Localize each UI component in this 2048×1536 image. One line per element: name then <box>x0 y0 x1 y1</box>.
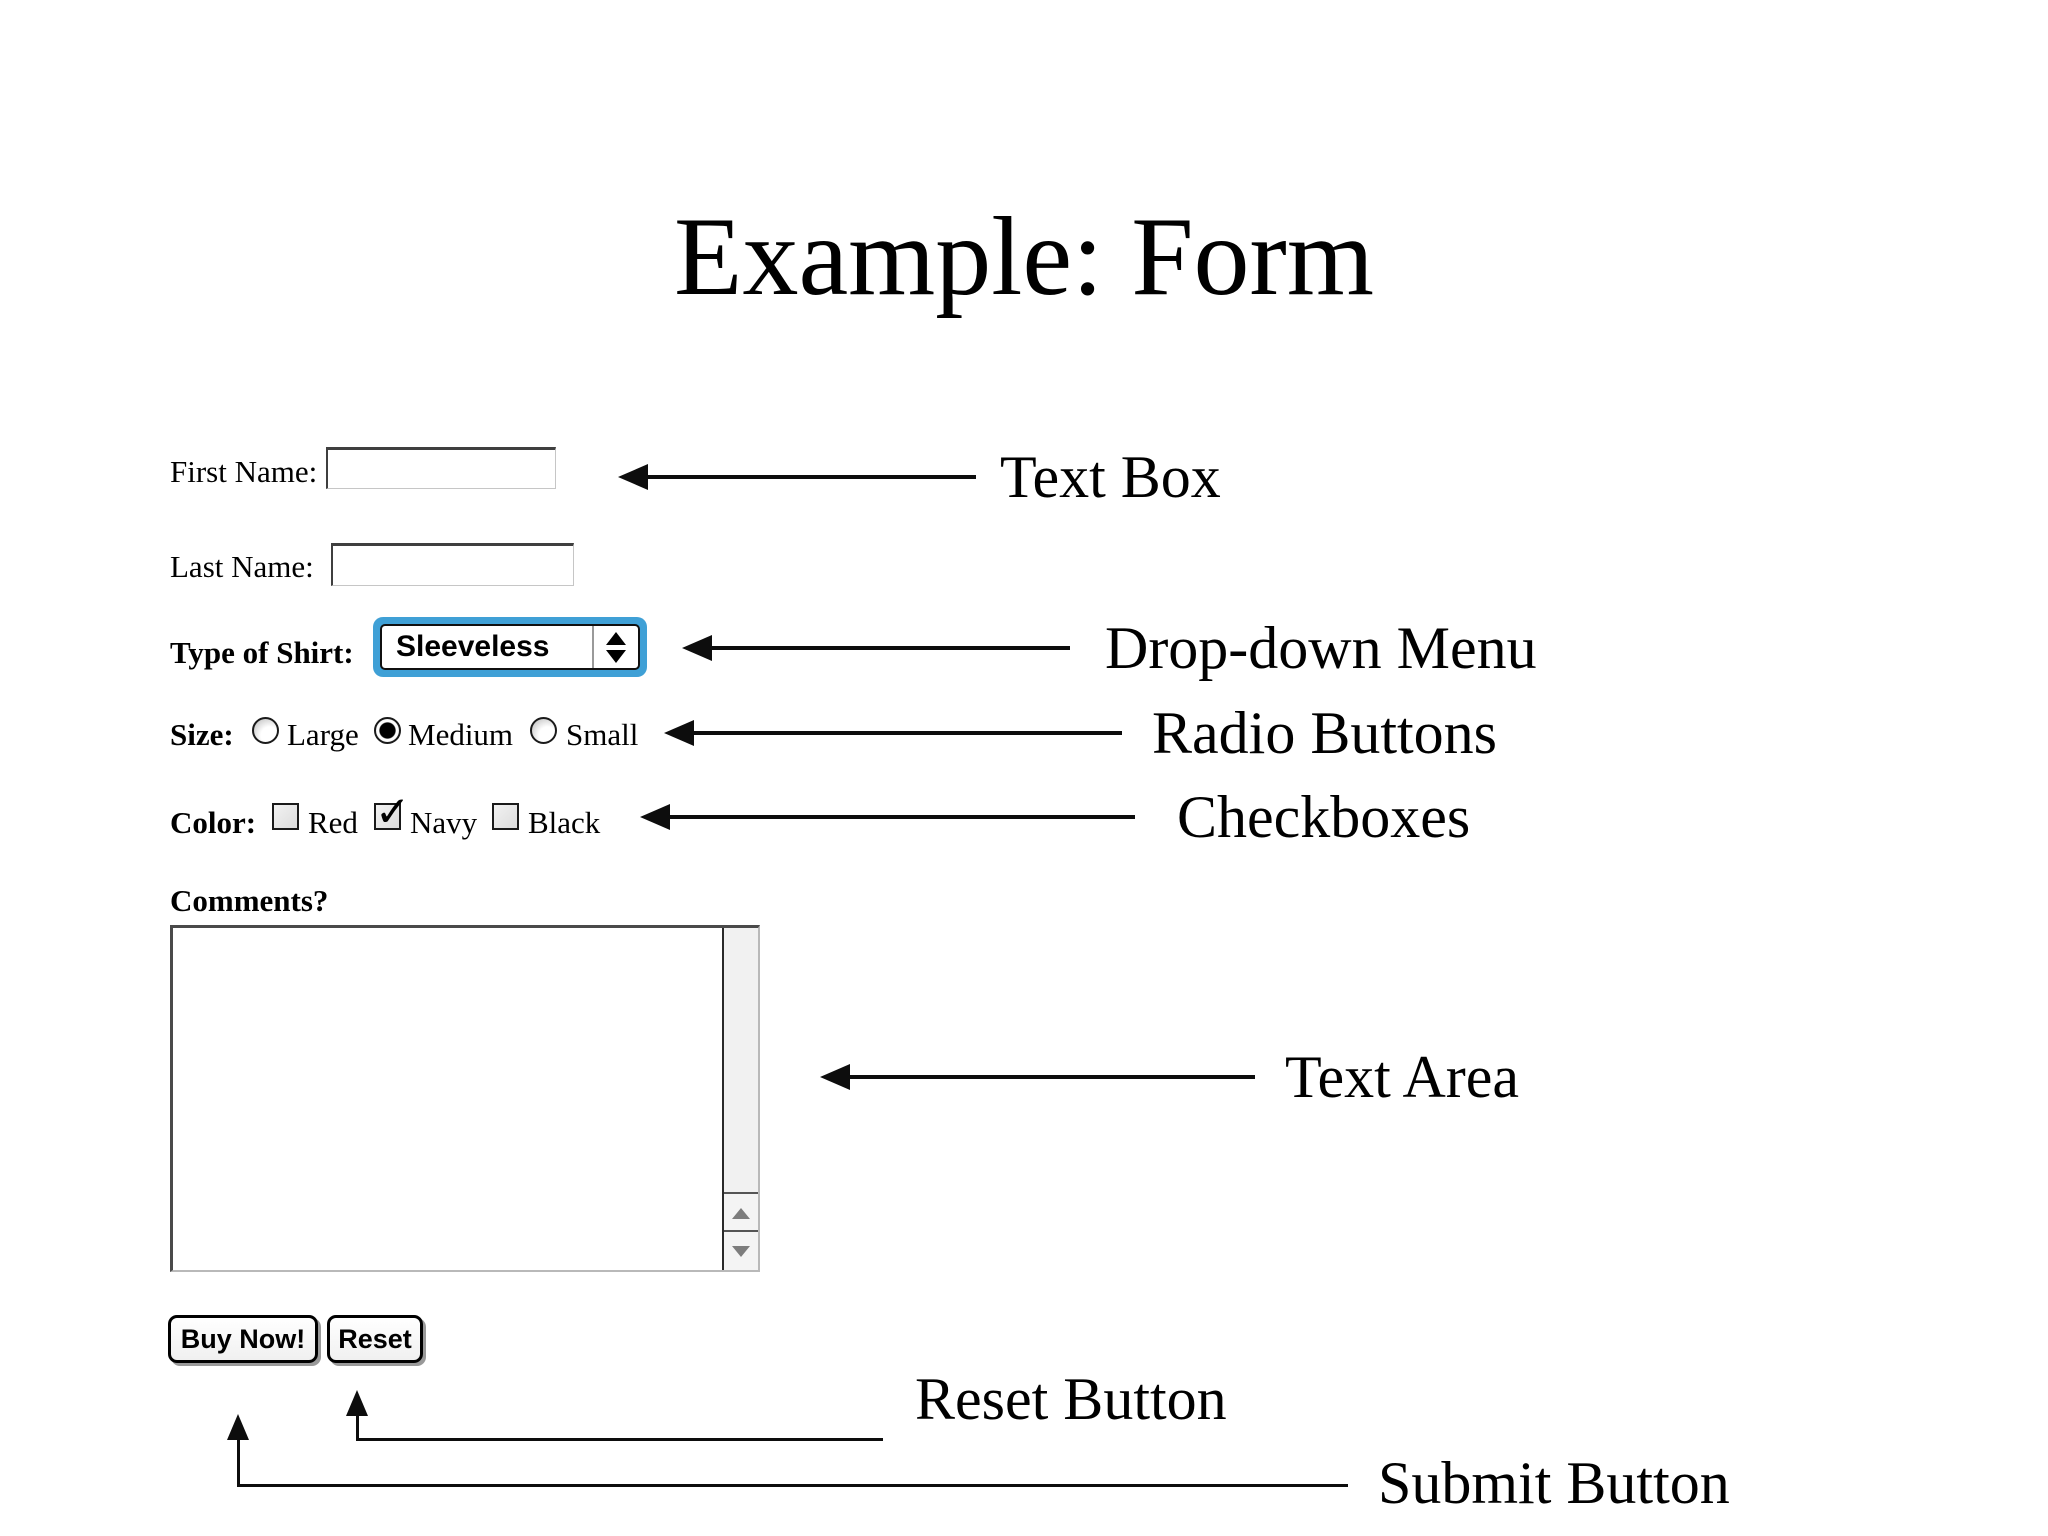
arrow-up-icon <box>227 1414 249 1440</box>
checkboxes-annotation: Checkboxes <box>1177 784 1471 850</box>
checkbox-color-red[interactable] <box>272 803 299 830</box>
last-name-label: Last Name: <box>170 549 314 584</box>
scroll-down-icon <box>732 1245 750 1257</box>
reset-button[interactable]: Reset <box>327 1315 423 1363</box>
checkbox-color-red-label: Red <box>308 805 358 840</box>
connector-hline <box>356 1438 883 1441</box>
connector-vline <box>356 1414 359 1441</box>
color-label: Color: <box>170 805 257 840</box>
checkbox-color-black[interactable] <box>492 803 519 830</box>
dropdown-spinner-icon <box>594 631 638 663</box>
arrow-line <box>646 475 976 479</box>
checkbox-color-navy[interactable] <box>374 791 410 833</box>
checkbox-color-navy-label: Navy <box>410 805 478 840</box>
scroll-down-button[interactable] <box>724 1230 758 1270</box>
last-name-input[interactable] <box>331 543 574 586</box>
comments-label: Comments? <box>170 883 329 918</box>
shirt-type-select-inner: Sleeveless <box>380 624 640 670</box>
checkbox-color-black-label: Black <box>528 805 601 840</box>
shirt-type-select[interactable]: Sleeveless <box>373 617 647 677</box>
shirt-type-selected-value: Sleeveless <box>396 630 550 663</box>
radio-size-small[interactable] <box>530 717 557 744</box>
connector-hline <box>237 1484 1348 1487</box>
shirt-type-label: Type of Shirt: <box>170 635 354 670</box>
arrow-line <box>668 815 1135 819</box>
radio-size-large[interactable] <box>252 717 279 744</box>
arrow-left-icon <box>664 720 694 746</box>
buy-now-button[interactable]: Buy Now! <box>168 1315 318 1363</box>
first-name-label: First Name: <box>170 454 318 489</box>
arrow-left-icon <box>682 635 712 661</box>
scroll-up-button[interactable] <box>724 1192 758 1232</box>
comments-textarea[interactable] <box>170 925 760 1272</box>
spinner-down-icon <box>606 649 626 663</box>
connector-vline <box>237 1438 240 1487</box>
radio-size-large-label: Large <box>287 717 359 752</box>
first-name-input[interactable] <box>326 447 556 489</box>
arrow-up-icon <box>346 1390 368 1416</box>
text-box-annotation: Text Box <box>1000 444 1221 510</box>
radio-annotation: Radio Buttons <box>1152 700 1498 766</box>
spinner-up-icon <box>606 631 626 645</box>
dropdown-annotation: Drop-down Menu <box>1105 615 1537 681</box>
arrow-left-icon <box>820 1064 850 1090</box>
arrow-left-icon <box>640 804 670 830</box>
radio-size-medium[interactable] <box>374 717 401 744</box>
dropdown-divider <box>592 626 594 668</box>
arrow-line <box>848 1075 1255 1079</box>
size-label: Size: <box>170 717 234 752</box>
radio-size-small-label: Small <box>566 717 639 752</box>
reset-annotation: Reset Button <box>915 1366 1227 1432</box>
scroll-up-icon <box>732 1207 750 1219</box>
arrow-line <box>692 731 1122 735</box>
textarea-scrollbar[interactable] <box>722 928 758 1270</box>
arrow-line <box>710 646 1070 650</box>
radio-size-medium-label: Medium <box>408 717 514 752</box>
arrow-left-icon <box>618 464 648 490</box>
submit-annotation: Submit Button <box>1378 1450 1730 1516</box>
page-title: Example: Form <box>674 195 1374 319</box>
text-area-annotation: Text Area <box>1285 1044 1520 1110</box>
